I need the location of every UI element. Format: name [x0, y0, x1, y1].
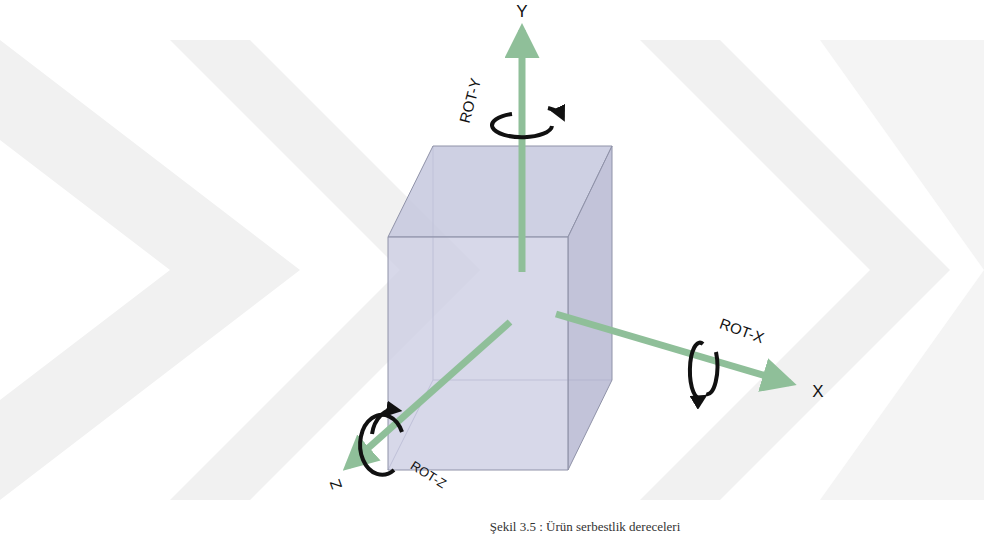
rotation-label: ROT-Y	[456, 76, 484, 125]
axis-label: Y	[516, 2, 527, 22]
figure-caption: Şekil 3.5 : Ürün serbestlik dereceleri	[490, 519, 681, 535]
watermark	[0, 40, 984, 500]
axis-label: Z	[326, 477, 345, 491]
rotation-label: ROT-X	[718, 314, 767, 346]
axis-label: X	[812, 382, 823, 402]
